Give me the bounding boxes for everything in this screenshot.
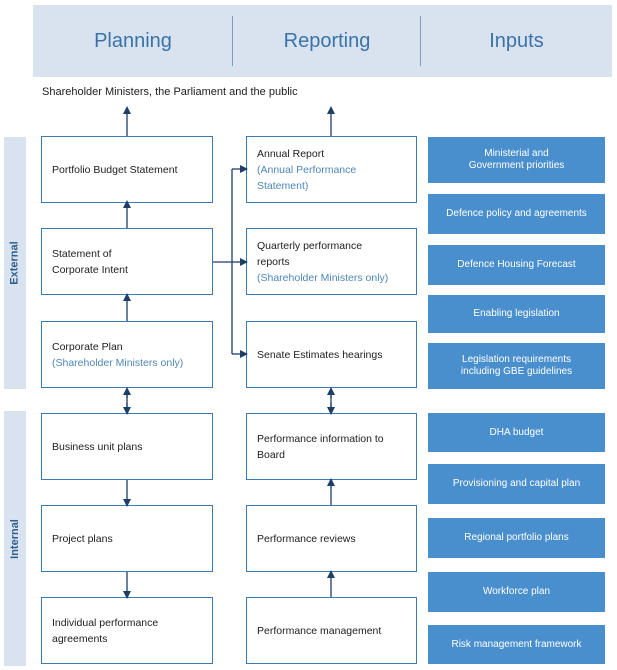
input-text: Workforce plan — [482, 586, 551, 597]
input-text: Government priorities — [468, 160, 565, 171]
header-inputs: Inputs — [489, 29, 544, 52]
input-provisioning-capital-plan: Provisioning and capital plan — [428, 464, 605, 504]
box-subtext: Statement) — [257, 179, 309, 192]
input-text: Defence Housing Forecast — [457, 259, 576, 270]
input-text: Enabling legislation — [473, 308, 560, 319]
header-divider — [232, 16, 233, 66]
box-text: Business unit plans — [52, 440, 143, 453]
performance-information-to-board-box: Performance information to Board — [246, 413, 417, 480]
performance-management-box: Performance management — [246, 597, 417, 664]
header-reporting: Reporting — [283, 29, 371, 52]
input-text: Defence policy and agreements — [446, 208, 587, 219]
project-plans-box: Project plans — [41, 505, 213, 572]
input-risk-management-framework: Risk management framework — [428, 625, 605, 664]
input-dha-budget: DHA budget — [428, 413, 605, 452]
box-text: Senate Estimates hearings — [257, 348, 383, 361]
header-divider — [420, 16, 421, 66]
box-text: Statement of — [52, 247, 112, 260]
individual-performance-agreements-box: Individual performance agreements — [41, 597, 213, 664]
performance-reviews-box: Performance reviews — [246, 505, 417, 572]
input-text: Ministerial and — [484, 148, 549, 159]
box-text: Performance information to — [257, 432, 384, 445]
box-text: Annual Report — [257, 147, 325, 160]
statement-of-corporate-intent-box: Statement of Corporate Intent — [41, 228, 213, 295]
input-text: Regional portfolio plans — [464, 532, 569, 543]
senate-estimates-hearings-box: Senate Estimates hearings — [246, 321, 417, 388]
input-defence-housing-forecast: Defence Housing Forecast — [428, 245, 605, 285]
box-text: Quarterly performance — [257, 239, 363, 252]
box-text: Corporate Plan — [52, 340, 123, 353]
input-text: Legislation requirements — [462, 354, 571, 365]
input-regional-portfolio-plans: Regional portfolio plans — [428, 518, 605, 558]
input-text: Provisioning and capital plan — [452, 478, 581, 489]
external-band — [4, 137, 26, 389]
corporate-plan-box: Corporate Plan (Shareholder Ministers on… — [41, 321, 213, 388]
box-text: Corporate Intent — [52, 263, 128, 276]
input-enabling-legislation: Enabling legislation — [428, 295, 605, 333]
box-text: reports — [257, 255, 290, 268]
box-subtext: (Shareholder Ministers only) — [257, 271, 389, 284]
input-text: DHA budget — [489, 426, 544, 438]
stakeholders-label: Shareholder Ministers, the Parliament an… — [42, 86, 298, 98]
input-text: including GBE guidelines — [460, 366, 573, 377]
input-text: Risk management framework — [451, 638, 582, 650]
box-text: Portfolio Budget Statement — [52, 163, 178, 176]
header-band — [33, 5, 612, 77]
box-text: Board — [257, 448, 286, 461]
header-planning: Planning — [94, 29, 172, 52]
box-text: Performance reviews — [257, 532, 356, 545]
box-text: agreements — [52, 632, 108, 645]
box-subtext: (Annual Performance — [257, 163, 357, 176]
box-text: Project plans — [52, 532, 113, 545]
annual-report-box: Annual Report (Annual Performance Statem… — [246, 136, 417, 203]
quarterly-performance-reports-box: Quarterly performance reports (Sharehold… — [246, 228, 417, 295]
box-text: Performance management — [257, 624, 382, 637]
box-text: Individual performance — [52, 616, 159, 629]
business-unit-plans-box: Business unit plans — [41, 413, 213, 480]
input-workforce-plan: Workforce plan — [428, 572, 605, 612]
box-subtext: (Shareholder Ministers only) — [52, 356, 184, 369]
input-defence-policy-agreements: Defence policy and agreements — [428, 194, 605, 234]
internal-band — [4, 411, 26, 666]
